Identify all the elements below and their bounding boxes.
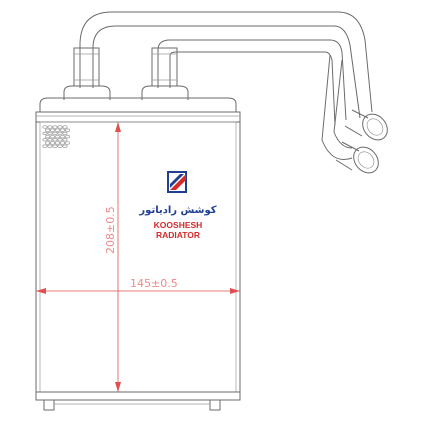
fin-cell [54, 141, 61, 145]
fin-cell [42, 125, 48, 129]
fin-cell [59, 141, 66, 145]
fin-cell [64, 141, 71, 145]
inlet-fitting-right [141, 47, 189, 100]
fin-cell [44, 128, 51, 132]
fin-cell [57, 144, 63, 148]
height-dimension-label: 208±0.5 [104, 206, 117, 254]
pipe-assembly [79, 11, 373, 160]
fin-cell [64, 128, 71, 132]
outlet-tube-upper [344, 109, 388, 141]
fin-cell [47, 138, 53, 142]
fin-cell [57, 138, 63, 142]
inlet-fitting-left [63, 47, 111, 100]
fin-cell [57, 125, 63, 129]
logo-persian-text: کوشش رادیاتور [138, 205, 216, 216]
top-tank [35, 97, 241, 123]
fin-cell [59, 134, 66, 139]
kooshesh-logo: کوشش رادیاتور KOOSHESH RADIATOR [138, 171, 217, 240]
bottom-tank [35, 391, 241, 411]
fin-cell [42, 138, 48, 142]
width-dimension: 145±0.5 [36, 277, 240, 294]
logo-mark [167, 171, 187, 193]
fin-cell [52, 131, 58, 136]
fin-pattern [42, 125, 71, 148]
width-dimension-label: 145±0.5 [130, 277, 178, 290]
fin-cell [52, 125, 58, 129]
fin-cell [42, 144, 48, 148]
fin-cell [64, 134, 71, 139]
fin-cell [42, 131, 48, 136]
fin-cell [47, 131, 53, 136]
fin-cell [44, 141, 51, 145]
fin-cell [62, 138, 68, 142]
logo-brand-line2: RADIATOR [156, 230, 200, 240]
outlet-tube-lower [335, 141, 379, 174]
radiator-core [35, 121, 241, 393]
fin-cell [47, 125, 53, 129]
fin-cell [54, 128, 61, 132]
logo-brand-line1: KOOSHESH [154, 220, 203, 230]
fin-cell [62, 131, 68, 136]
fin-cell [54, 134, 61, 139]
fin-cell [57, 131, 63, 136]
height-dimension: 208±0.5 [104, 122, 121, 392]
fin-cell [52, 144, 58, 148]
fin-cell [44, 134, 51, 139]
fin-cell [62, 125, 68, 129]
fin-cell [59, 128, 66, 132]
fin-cell [47, 144, 53, 148]
fin-cell [62, 144, 68, 148]
fin-cell [49, 128, 56, 132]
fin-cell [49, 141, 56, 145]
fin-cell [52, 138, 58, 142]
fin-cell [49, 134, 56, 139]
